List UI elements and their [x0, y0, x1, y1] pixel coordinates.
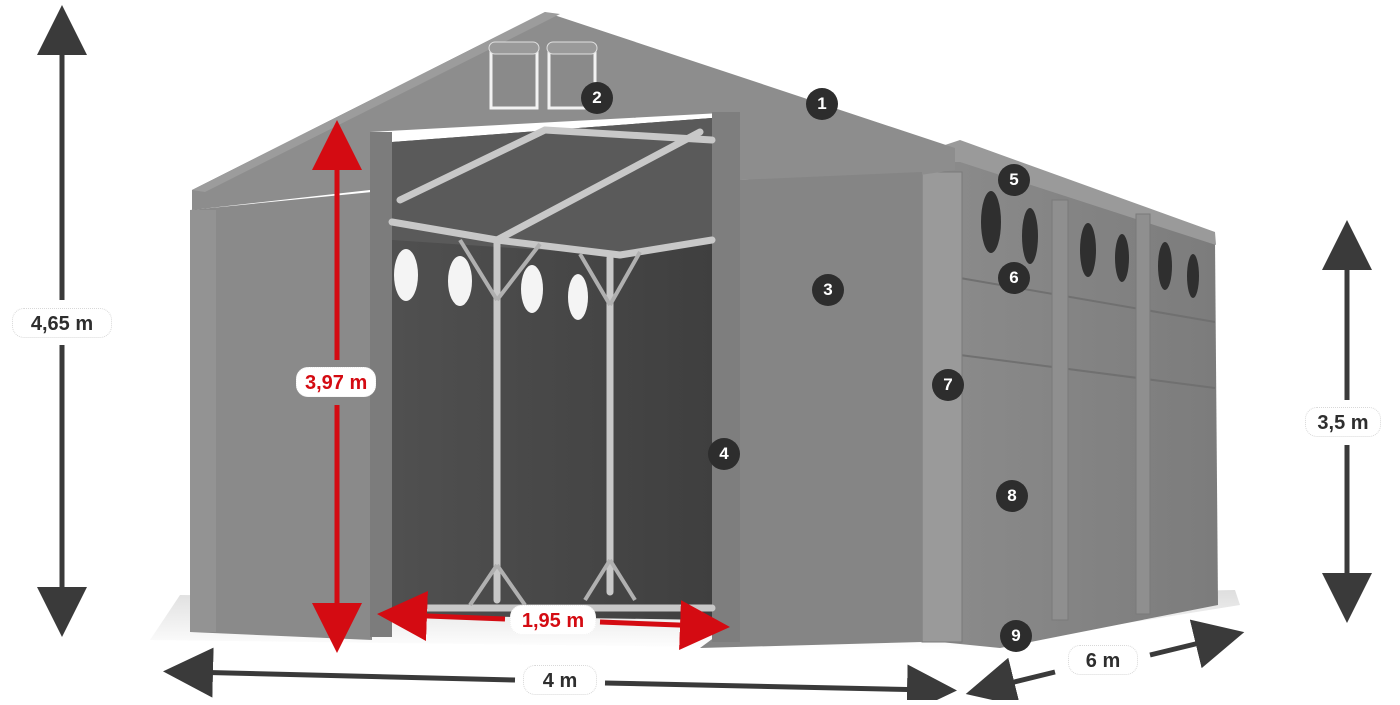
tent-interior [388, 118, 716, 620]
marker-1-roof: 1 [806, 88, 838, 120]
length-label: 6 m [1068, 645, 1138, 675]
door-height-label: 3,97 m [296, 367, 376, 397]
marker-9-ground-skirt: 9 [1000, 620, 1032, 652]
side-height-label: 3,5 m [1305, 407, 1381, 437]
total-height-label: 4,65 m [12, 308, 112, 338]
marker-2-gable-vents: 2 [581, 82, 613, 114]
tent-side-wall [920, 140, 1218, 648]
width-label: 4 m [523, 665, 597, 695]
marker-7-corner-post: 7 [932, 369, 964, 401]
marker-5-eave: 5 [998, 164, 1030, 196]
marker-8-side-wall: 8 [996, 480, 1028, 512]
marker-3-front-wall: 3 [812, 274, 844, 306]
tent-front-wall [190, 12, 955, 648]
dimension-arrows-dark [37, 4, 1372, 705]
door-width-label: 1,95 m [510, 605, 596, 635]
dimension-arrows-red [312, 120, 730, 653]
marker-6-side-windows: 6 [998, 262, 1030, 294]
marker-4-door-fastener: 4 [708, 438, 740, 470]
